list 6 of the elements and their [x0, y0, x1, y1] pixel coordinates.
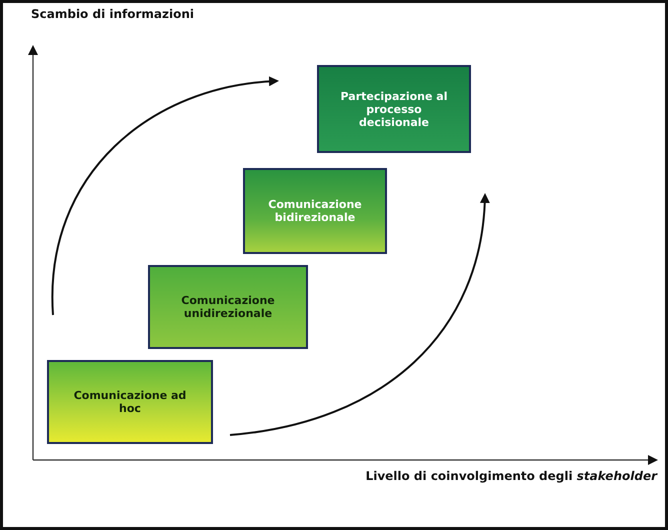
step-box: Comunicazione ad hoc: [47, 360, 213, 444]
axis-title: Livello di coinvolgimento degli stakeholder: [366, 469, 657, 483]
step-box: Comunicazione bidirezionale: [243, 168, 387, 254]
step-box: Comunicazione unidirezionale: [148, 265, 308, 349]
axis-title: Scambio di informazioni: [31, 7, 194, 21]
step-box: Partecipazione al processo decisionale: [317, 65, 471, 153]
